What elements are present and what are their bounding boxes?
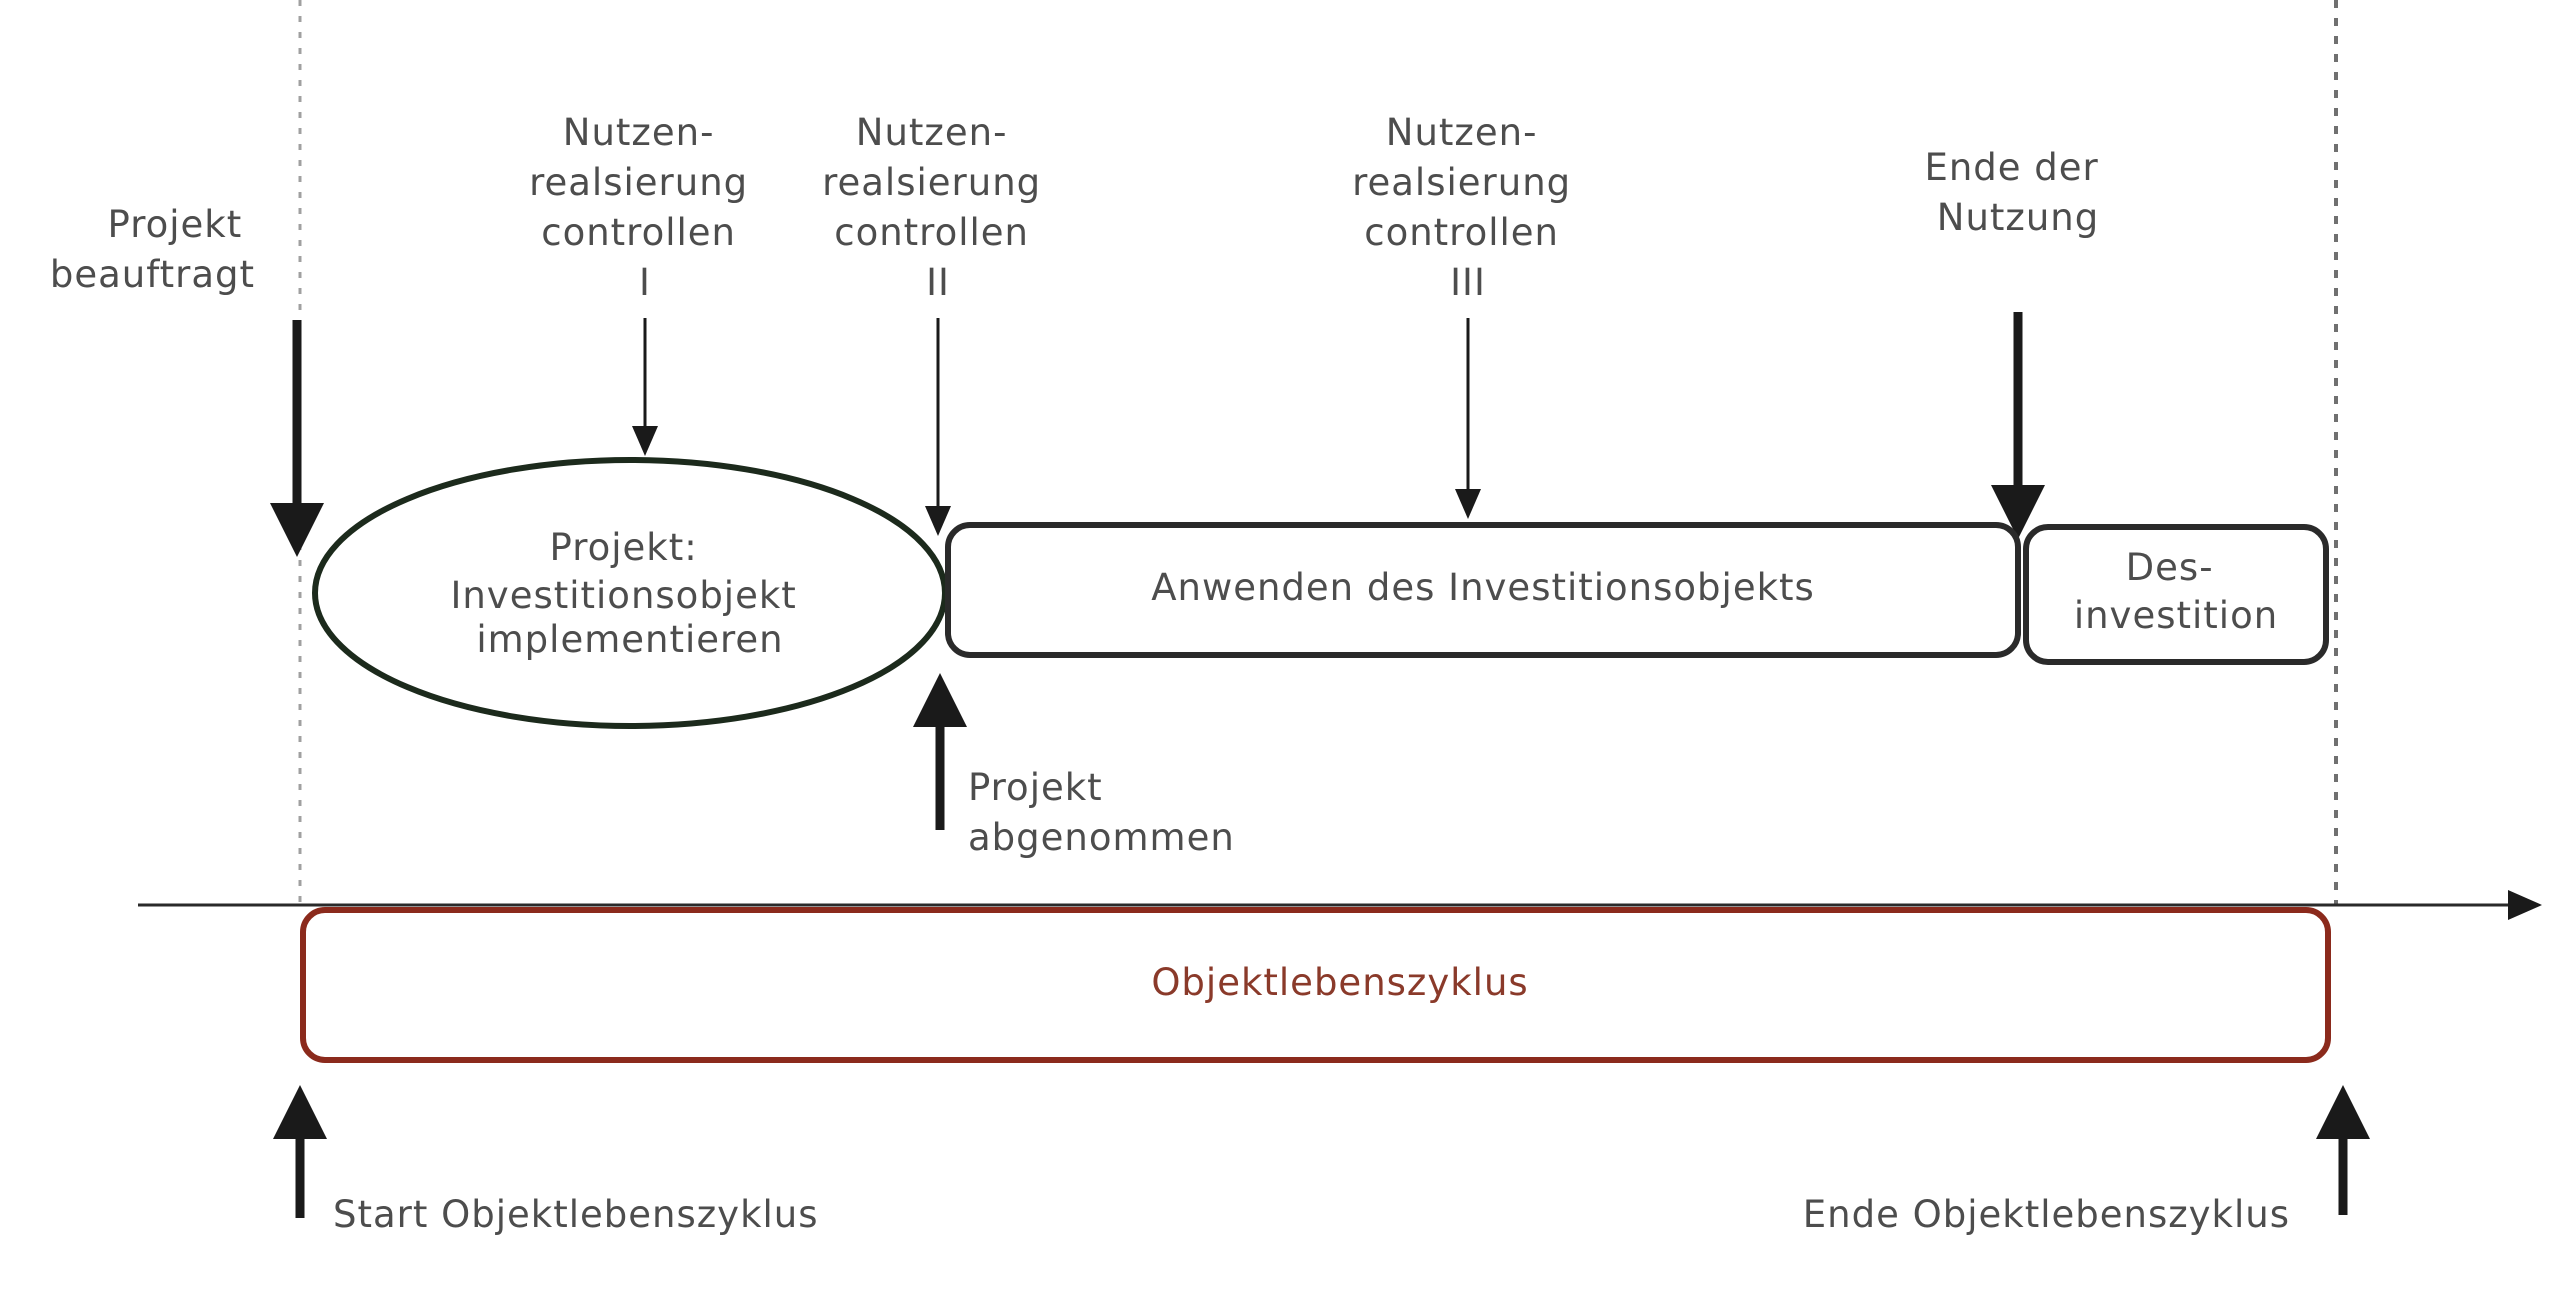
- label-end-lifecycle: Ende Objektlebenszyklus: [1803, 1193, 2290, 1236]
- label-controlling-2: Nutzen- realsierung controllen II: [822, 111, 1054, 304]
- label-start-lifecycle: Start Objektlebenszyklus: [333, 1193, 819, 1236]
- anwenden-phase-box: [945, 522, 2021, 658]
- label-controlling-3: Nutzen- realsierung controllen III: [1352, 111, 1584, 304]
- label-anwenden-phase: Anwenden des Investitionsobjekts: [1151, 566, 1815, 609]
- label-desinvestition-phase: Des- investition: [2074, 546, 2278, 637]
- label-projekt-beauftragt: Projekt beauftragt: [50, 203, 255, 296]
- label-controlling-1: Nutzen- realsierung controllen I: [529, 111, 761, 304]
- label-projekt-abgenommen: Projekt abgenommen: [968, 766, 1235, 859]
- lifecycle-box: [300, 907, 2331, 1063]
- label-project-phase: Projekt: Investitionsobjekt implementier…: [450, 526, 809, 661]
- time-axis-arrowhead: [2508, 890, 2542, 920]
- label-lifecycle: Objektlebenszyklus: [1151, 961, 1528, 1004]
- label-ende-nutzung: Ende der Nutzung: [1924, 146, 2111, 239]
- desinvestition-phase-box: [2023, 524, 2329, 665]
